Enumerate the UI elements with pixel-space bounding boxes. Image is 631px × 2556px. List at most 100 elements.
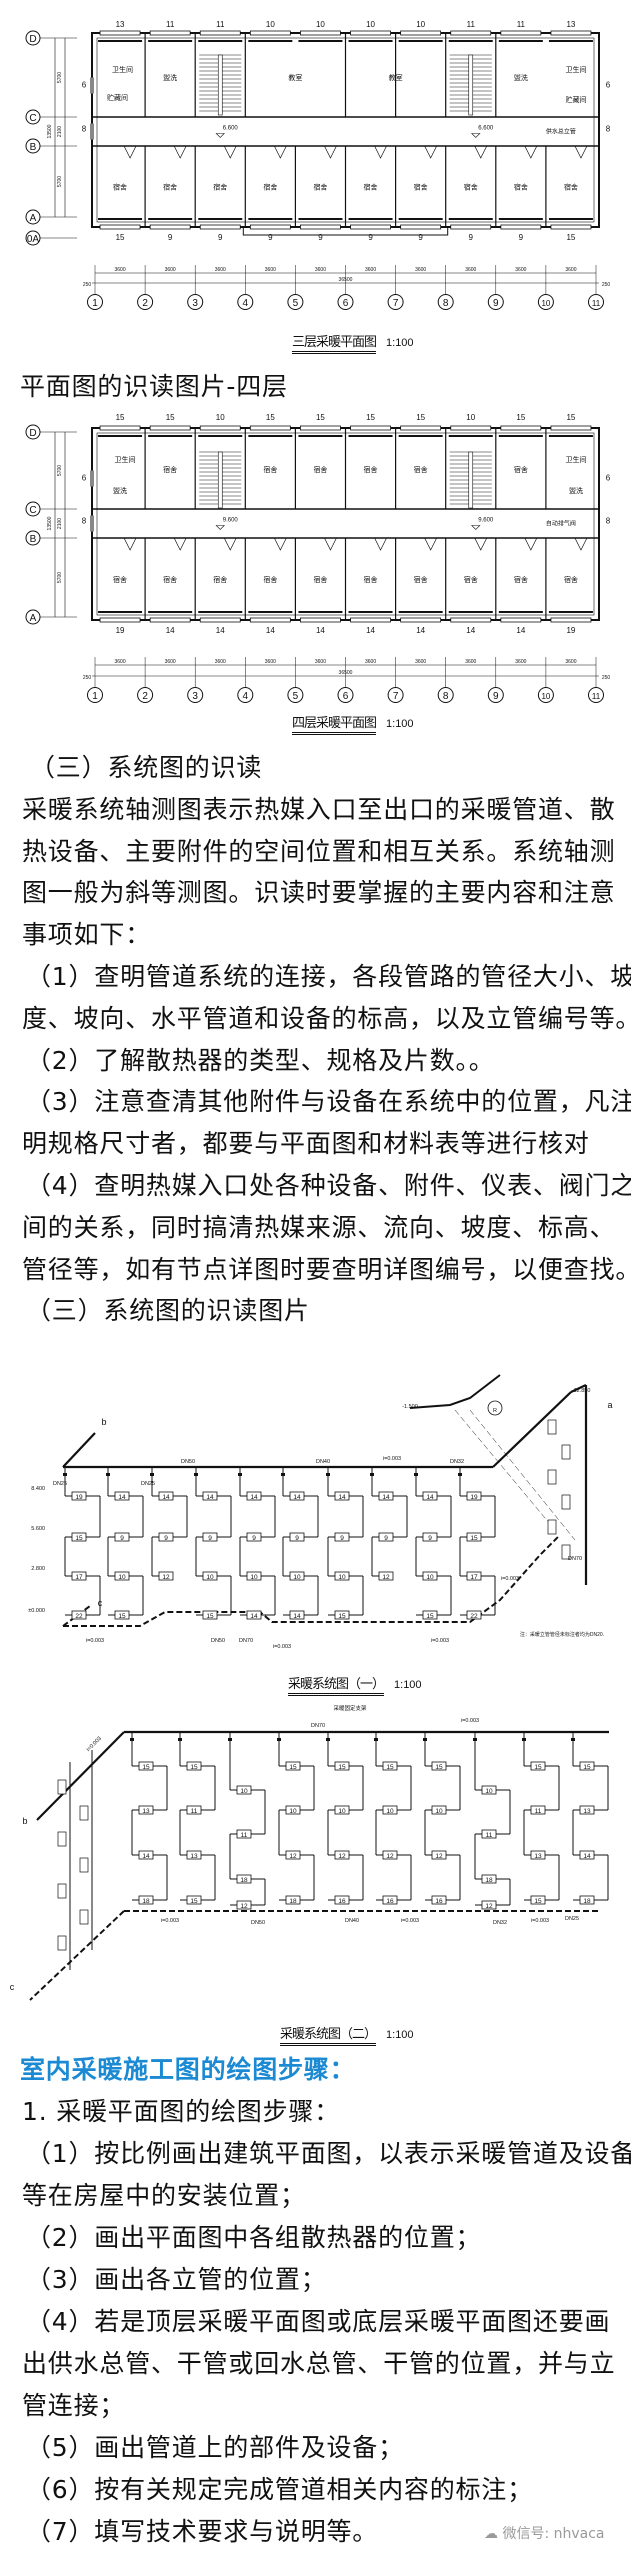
stair-handrail <box>468 451 474 509</box>
wechat-icon: ☁ <box>484 2526 503 2542</box>
text-line: 采暖系统轴测图表示热媒入口至出口的采暖管道、散 <box>22 794 616 824</box>
window <box>300 30 341 36</box>
door-swing <box>173 145 187 159</box>
axis-bubble <box>387 294 404 310</box>
radiator-section-count: 17 <box>75 1574 83 1581</box>
door-swing <box>123 537 137 551</box>
diagram-label: DN25 <box>53 1481 67 1487</box>
diagram-note: 注：采暖立管管径未标注者均为DN20. <box>520 1631 604 1638</box>
radiator-section-count: 18 <box>240 1877 248 1884</box>
door-swing <box>524 145 538 159</box>
axis-bubble <box>487 687 504 703</box>
column-axis-label: 9 <box>493 691 499 702</box>
radiator-section-count: 8 <box>82 125 87 134</box>
radiator-section-count: 9 <box>469 233 474 242</box>
room-label: 宿舍 <box>564 575 578 584</box>
bay-dimension: 3600 <box>114 659 125 665</box>
radiator-section-count: 14 <box>118 1494 126 1501</box>
room-label: 贮藏间 <box>107 93 128 102</box>
radiator-section-count: 14 <box>338 1494 346 1501</box>
diagram-label: i=0.003 <box>86 1736 103 1753</box>
radiator-section-count: 12 <box>485 1903 493 1910</box>
radiator-section-count: 14 <box>516 626 525 635</box>
text-line: 度、坡向、水平管道和设备的标高，以及立管编号等。 <box>22 1003 631 1033</box>
radiator-section-count: 15 <box>206 1613 214 1620</box>
bay-dimension: 3600 <box>114 267 125 273</box>
radiator-section-count: 15 <box>166 413 175 422</box>
window <box>149 224 191 230</box>
diagram-label: DN50 <box>251 1920 265 1926</box>
bay-dimension: 3600 <box>515 659 526 665</box>
room-label: 宿舍 <box>113 183 127 192</box>
radiator-section-count: 6 <box>606 81 611 90</box>
floor-elevation: 6.600 <box>223 126 239 132</box>
door-swing <box>524 537 538 551</box>
axis-bubble <box>187 294 204 310</box>
radiator-section-count: 12 <box>382 1574 390 1581</box>
room-label: 宿舍 <box>564 183 578 192</box>
room-label: 宿舍 <box>414 465 428 474</box>
radiator-section-count: 15 <box>566 413 575 422</box>
valve-icon <box>473 1738 477 1741</box>
room-label: 盥洗 <box>569 486 583 495</box>
window <box>550 425 592 431</box>
supply-branch-pipe <box>62 1432 96 1468</box>
column-axis-label: 6 <box>343 298 349 309</box>
radiator-section-count: 15 <box>534 1898 542 1905</box>
radiator-section-count: 16 <box>435 1898 443 1905</box>
window <box>400 30 442 36</box>
window <box>400 425 442 431</box>
diagram-label: i=0.003 <box>501 1576 519 1582</box>
column-axis-label: 8 <box>443 298 449 309</box>
radiator-section-count: 11 <box>486 1832 493 1839</box>
side-radiator <box>90 470 94 487</box>
plan4-caption-title: 四层采暖平面图 <box>292 716 377 735</box>
window <box>149 30 191 36</box>
room-label: 贮藏间 <box>565 95 586 104</box>
watermark-text: 微信号: nhvaca <box>502 2526 605 2542</box>
row-axis-label: A <box>30 213 37 224</box>
radiator <box>246 1610 262 1620</box>
return-main-pipe <box>63 1534 561 1627</box>
column-axis-label: 10 <box>541 299 550 308</box>
bay-dimension: 3600 <box>565 267 576 273</box>
radiator-section-count: 14 <box>206 1494 214 1501</box>
diagram-label: DN32 <box>493 1920 507 1926</box>
radiator-section-count: 15 <box>338 1613 346 1620</box>
radiator-section-count: 19 <box>75 1494 83 1501</box>
radiator <box>466 1610 482 1620</box>
door-swing <box>474 537 488 551</box>
room-label: 宿舍 <box>113 575 127 584</box>
riser-note: 自动排气阀 <box>546 520 576 528</box>
total-dimension: 36500 <box>339 277 353 283</box>
sys1-caption-title: 采暖系统图（一） <box>288 1677 385 1696</box>
radiator-section-count: 14 <box>166 626 175 635</box>
radiator-section-count: 10 <box>289 1808 297 1815</box>
radiator-section-count: 10 <box>466 413 475 422</box>
side-radiator <box>90 515 94 532</box>
radiator-section-count: 15 <box>416 413 425 422</box>
radiator-section-count: 15 <box>289 1764 297 1771</box>
bay-dimension: 3600 <box>265 267 276 273</box>
diagram-label: c <box>98 1598 103 1608</box>
room-label: 宿舍 <box>514 575 528 584</box>
text-line: 图一般为斜等测图。识读时要掌握的主要内容和注意 <box>22 878 616 908</box>
riser-note: 供水总立管 <box>546 128 576 136</box>
valve-icon <box>194 1473 198 1476</box>
radiator-section-count: 15 <box>75 1535 83 1542</box>
window <box>199 617 241 623</box>
radiator-section-count: 14 <box>366 626 375 635</box>
text-line: （三）系统图的识读 <box>30 753 263 782</box>
end-dimension: 250 <box>83 282 92 288</box>
radiator-section-count: 14 <box>142 1853 150 1860</box>
valve-icon <box>277 1738 281 1741</box>
axis-bubble <box>287 294 304 310</box>
radiator-section-count: 9 <box>168 233 173 242</box>
text-line: （4）查明热媒入口处各种设备、附件、仪表、阀门之 <box>26 1171 631 1200</box>
radiator <box>186 1895 202 1905</box>
bay-dimension: 3600 <box>565 659 576 665</box>
bay-dimension: 3600 <box>365 659 376 665</box>
valve-icon <box>238 1473 242 1476</box>
diagram-label: 8.400 <box>31 1486 45 1492</box>
radiator <box>530 1895 546 1905</box>
